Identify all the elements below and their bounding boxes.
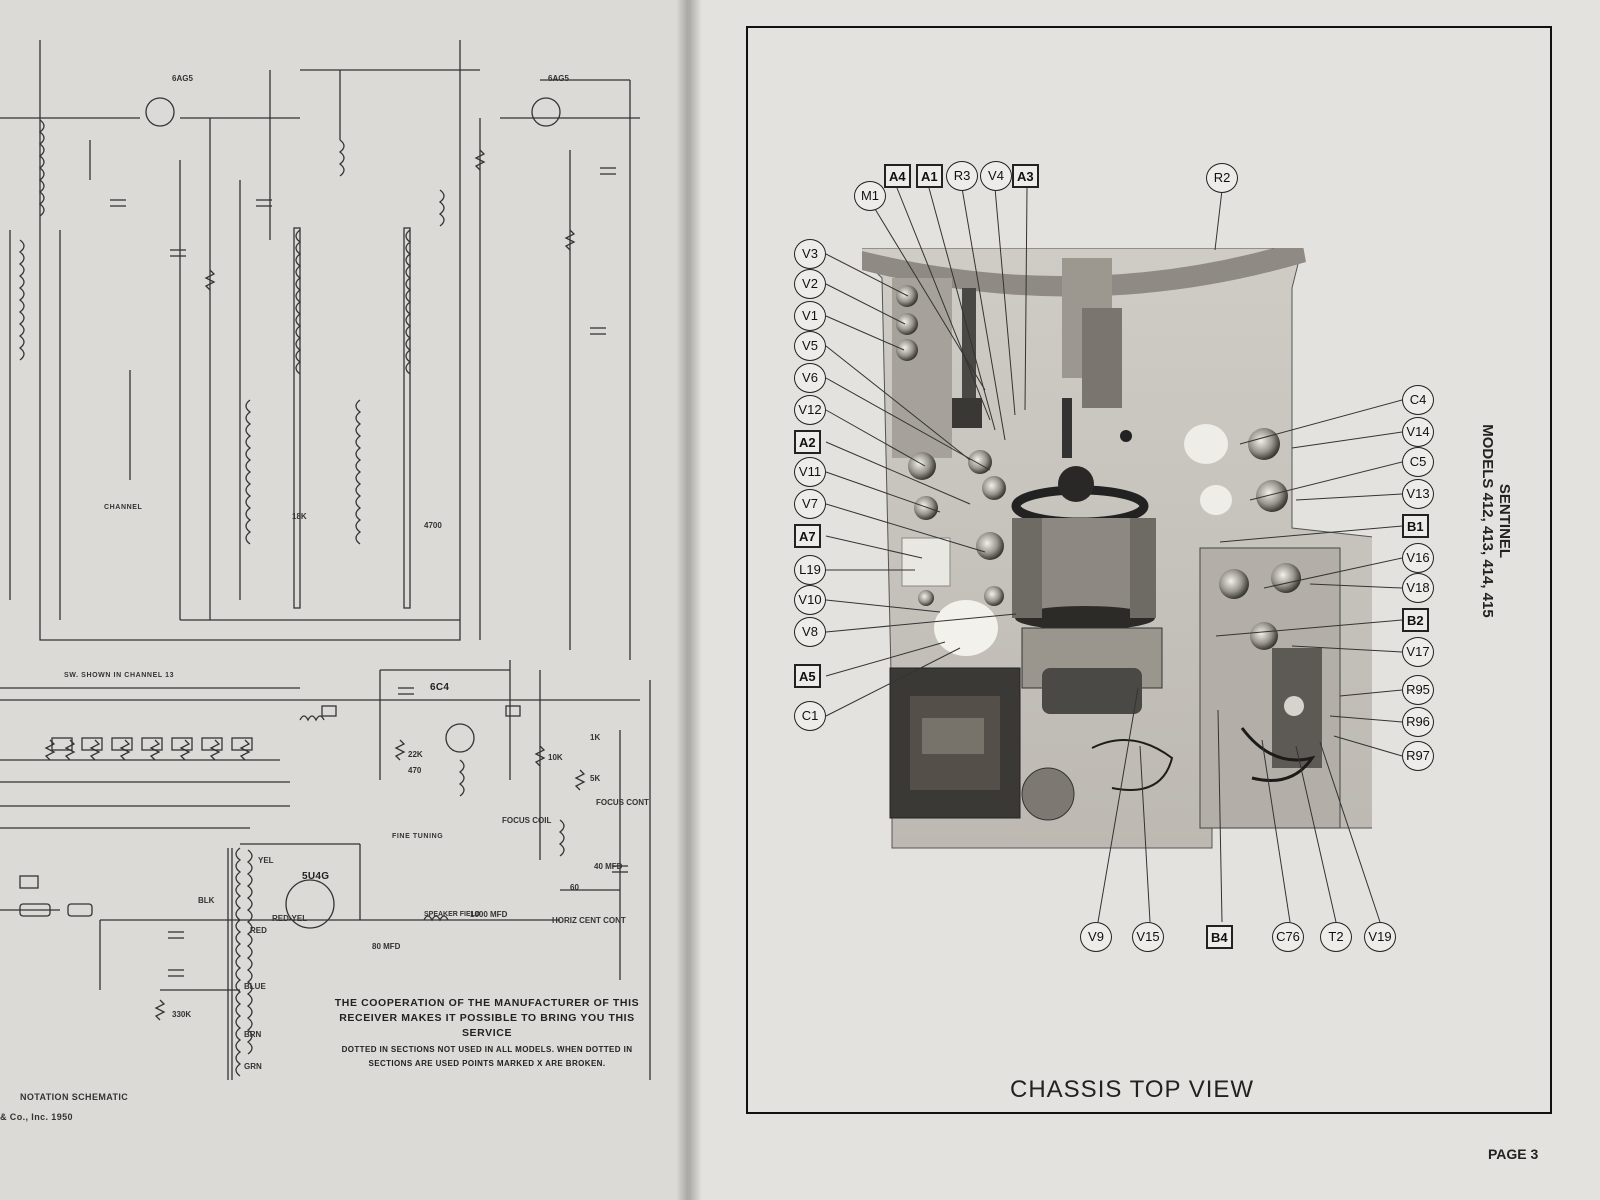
speaker-field-label: SPEAKER FIELD	[424, 911, 481, 918]
mixer-tube-label: 6AG5	[548, 74, 569, 83]
callout-C76: C76	[1272, 922, 1304, 952]
wire-color-label: BLK	[198, 896, 215, 905]
callout-M1: M1	[854, 181, 886, 211]
page-gutter	[676, 0, 702, 1200]
capacitor-label: 80 MFD	[372, 942, 401, 951]
callout-T2: T2	[1320, 922, 1352, 952]
callout-V7: V7	[794, 489, 826, 519]
resistor-label: 18K	[292, 512, 307, 521]
cooperation-text: THE COOPERATION OF THE MANUFACTURER OF T…	[334, 997, 640, 1039]
callout-V18: V18	[1402, 573, 1434, 603]
schematic-page: SW. SHOWN IN CHANNEL 13 CHANNEL FINE TUN…	[0, 0, 688, 1200]
callout-V4: V4	[980, 161, 1012, 191]
callout-A5: A5	[794, 664, 821, 688]
callout-V15: V15	[1132, 922, 1164, 952]
callout-V8: V8	[794, 617, 826, 647]
horiz-centering-label: HORIZ CENT CONT	[552, 916, 626, 925]
callout-B1: B1	[1402, 514, 1429, 538]
resistor-label: 470	[408, 766, 422, 775]
schematic-footer-title: NOTATION SCHEMATIC	[20, 1092, 129, 1102]
wire-color-label: RED-YEL	[272, 914, 308, 923]
callout-V2: V2	[794, 269, 826, 299]
callout-C1: C1	[794, 701, 826, 731]
rectifier-tube-label: 5U4G	[302, 871, 330, 882]
callout-V9: V9	[1080, 922, 1112, 952]
callout-V6: V6	[794, 363, 826, 393]
callout-V1: V1	[794, 301, 826, 331]
callout-L19: L19	[794, 555, 826, 585]
switch-note: SW. SHOWN IN CHANNEL 13	[64, 672, 175, 679]
callout-R96: R96	[1402, 707, 1434, 737]
callout-V13: V13	[1402, 479, 1434, 509]
chassis-figure-frame	[746, 26, 1552, 1114]
callout-R95: R95	[1402, 675, 1434, 705]
callout-V14: V14	[1402, 417, 1434, 447]
figure-title: CHASSIS TOP VIEW	[1010, 1076, 1255, 1103]
fine-tuning-label: FINE TUNING	[392, 833, 444, 840]
callout-B4: B4	[1206, 925, 1233, 949]
cooperation-notice: THE COOPERATION OF THE MANUFACTURER OF T…	[322, 996, 652, 1071]
callout-V11: V11	[794, 457, 826, 487]
capacitor-label: 40 MFD	[594, 862, 623, 871]
wire-color-label: RED	[250, 926, 267, 935]
callout-V12: V12	[794, 395, 826, 425]
model-numbers: MODELS 412, 413, 414, 415	[1479, 424, 1496, 618]
callout-V19: V19	[1364, 922, 1396, 952]
callout-R3: R3	[946, 161, 978, 191]
callout-A1: A1	[916, 164, 943, 188]
chassis-photo	[862, 248, 1372, 849]
channel-label: CHANNEL	[104, 504, 143, 511]
callout-A7: A7	[794, 524, 821, 548]
resistor-label: 60	[570, 883, 579, 892]
resistor-label: 330K	[172, 1010, 192, 1019]
focus-control-label: FOCUS CONT	[596, 798, 649, 807]
focus-coil-label: FOCUS COIL	[502, 816, 552, 825]
resistor-label: 22K	[408, 750, 423, 759]
callout-A3: A3	[1012, 164, 1039, 188]
page-number: PAGE 3	[1488, 1146, 1539, 1162]
dotted-sections-note: DOTTED IN SECTIONS NOT USED IN ALL MODEL…	[341, 1045, 633, 1068]
callout-V17: V17	[1402, 637, 1434, 667]
callout-V16: V16	[1402, 543, 1434, 573]
resistor-label: 5K	[590, 774, 601, 783]
callout-C5: C5	[1402, 447, 1434, 477]
callout-V10: V10	[794, 585, 826, 615]
wire-color-label: BLUE	[244, 982, 266, 991]
callout-C4: C4	[1402, 385, 1434, 415]
capacitor-label: 4700	[424, 521, 442, 530]
capacitor-label: 1000 MFD	[470, 910, 508, 919]
resistor-label: 1K	[590, 733, 601, 742]
callout-V3: V3	[794, 239, 826, 269]
callout-A2: A2	[794, 430, 821, 454]
callout-R97: R97	[1402, 741, 1434, 771]
wire-color-label: GRN	[244, 1062, 262, 1071]
brand-name: SENTINEL	[1496, 483, 1513, 559]
callout-A4: A4	[884, 164, 911, 188]
callout-R2: R2	[1206, 163, 1238, 193]
wire-color-label: YEL	[258, 856, 274, 865]
callout-B2: B2	[1402, 608, 1429, 632]
wire-color-label: BRN	[244, 1030, 262, 1039]
resistor-label: 10K	[548, 753, 563, 762]
schematic-drawing	[0, 40, 651, 1080]
schematic-footer-copyright: & Co., Inc. 1950	[0, 1112, 73, 1122]
oscillator-tube-label: 6C4	[430, 682, 450, 693]
model-heading: SENTINEL MODELS 412, 413, 414, 415	[1479, 371, 1513, 671]
rf-amp-tube-label: 6AG5	[172, 74, 193, 83]
callout-V5: V5	[794, 331, 826, 361]
